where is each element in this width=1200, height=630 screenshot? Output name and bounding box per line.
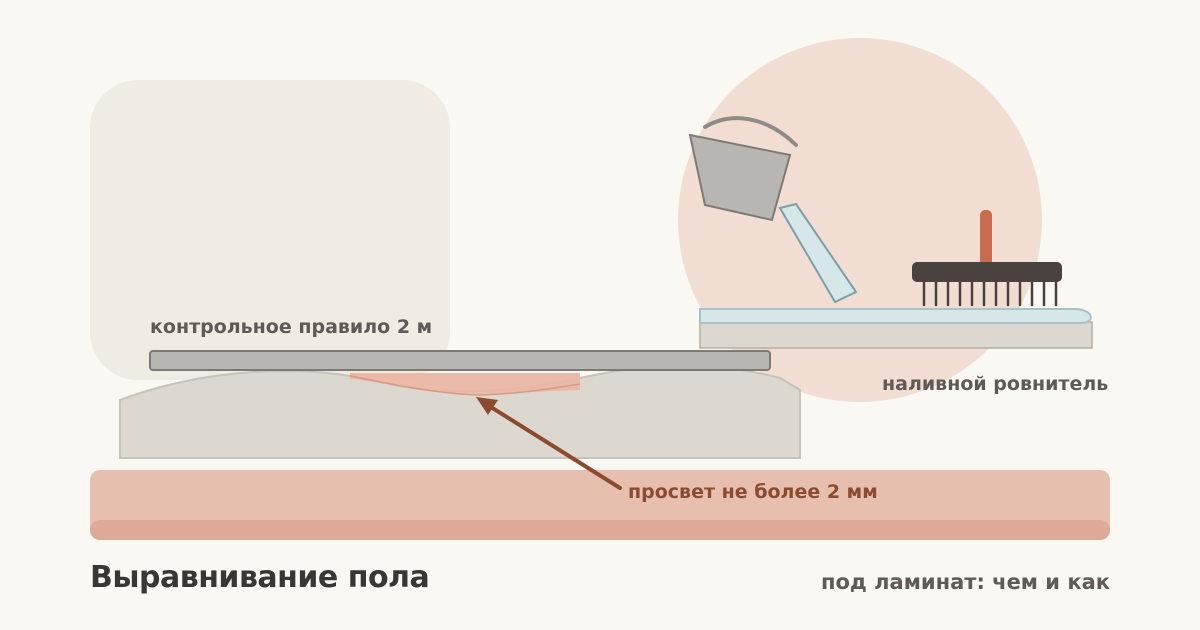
bucket-icon <box>688 116 858 304</box>
spiked-roller-icon <box>912 210 1062 307</box>
background-panel <box>90 80 450 380</box>
base-slab <box>90 470 1110 540</box>
rule-label: контрольное правило 2 м <box>150 316 433 338</box>
gap-arrow <box>476 397 622 490</box>
leveler-label: наливной ровнитель <box>882 373 1109 395</box>
gap-label: просвет не более 2 мм <box>628 481 878 503</box>
gap-highlight <box>350 373 580 394</box>
level-rule-icon <box>149 350 771 371</box>
leveler-slab <box>699 308 1093 349</box>
page-title: Выравнивание пола <box>90 560 430 595</box>
page-subtitle: под ламинат: чем и как <box>820 570 1110 594</box>
gap-curve <box>349 375 581 396</box>
